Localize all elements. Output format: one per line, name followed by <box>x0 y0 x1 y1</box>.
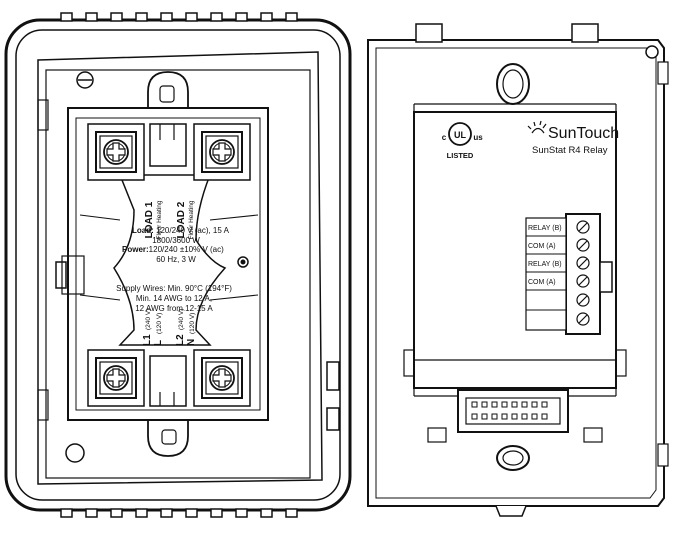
load2-label: LOAD 2 <box>176 201 187 238</box>
left-relay-back <box>4 12 352 518</box>
load1-sub-label: Floor Heating <box>156 200 163 239</box>
ul-c: c <box>442 133 447 142</box>
ul-listed: LISTED <box>447 151 474 160</box>
load-spec-line1: Load: 120/240 V (ac), 15 A <box>132 226 230 235</box>
screw-terminal-load2 <box>201 131 243 173</box>
terminal-label-2: COM (A) <box>528 243 556 250</box>
l1-label: L1 <box>142 334 153 346</box>
load2-sub-label: Floor Heating <box>188 200 195 239</box>
l-label: L <box>153 340 164 346</box>
power-spec-value: 120/240 ±10% V (ac) <box>149 245 224 254</box>
l-sub-label: (120 V) <box>156 313 163 334</box>
brand-name: SunTouch <box>548 125 619 142</box>
supply-wires-line3: 12 AWG from 12-15 A <box>135 304 213 313</box>
screw-terminal-l1 <box>95 357 137 399</box>
screw-terminal-load1 <box>95 131 137 173</box>
power-spec-label: Power: <box>122 245 149 254</box>
relay-terminal-screws <box>576 220 590 326</box>
load-spec-label: Load: <box>132 226 154 235</box>
right-relay-front <box>367 23 669 517</box>
power-spec-line2: 60 Hz, 3 W <box>156 255 196 264</box>
ul-listed-mark: UL c us LISTED <box>442 122 483 160</box>
supply-wires-line1: Supply Wires: Min. 90°C (194°F) <box>116 284 232 293</box>
ul-mark: UL <box>454 130 466 140</box>
load1-label: LOAD 1 <box>144 201 155 238</box>
n-label: N <box>186 339 197 346</box>
load-spec-line2: 1800/3600 W <box>152 236 200 245</box>
terminal-label-1: RELAY (B) <box>528 225 562 232</box>
n-sub-label: (120 V) <box>189 313 196 334</box>
terminal-label-4: COM (A) <box>528 279 556 286</box>
load-spec-value: 120/240 V (ac), 15 A <box>154 226 230 235</box>
l2-sub-label: (240 V) <box>178 309 185 330</box>
l2-label: L2 <box>175 334 186 346</box>
ribbon-connector-pins <box>471 401 548 420</box>
screw-terminal-l2 <box>201 357 243 399</box>
supply-wires-line2: Min. 14 AWG to 12 A, <box>136 294 212 303</box>
power-spec-line1: Power:120/240 ±10% V (ac) <box>122 245 224 254</box>
terminal-label-3: RELAY (B) <box>528 261 562 268</box>
ul-us: us <box>473 133 483 142</box>
l1-sub-label: (240 V) <box>145 309 152 330</box>
model-name: SunStat R4 Relay <box>532 145 608 156</box>
suntouch-logo-icon <box>527 120 547 134</box>
